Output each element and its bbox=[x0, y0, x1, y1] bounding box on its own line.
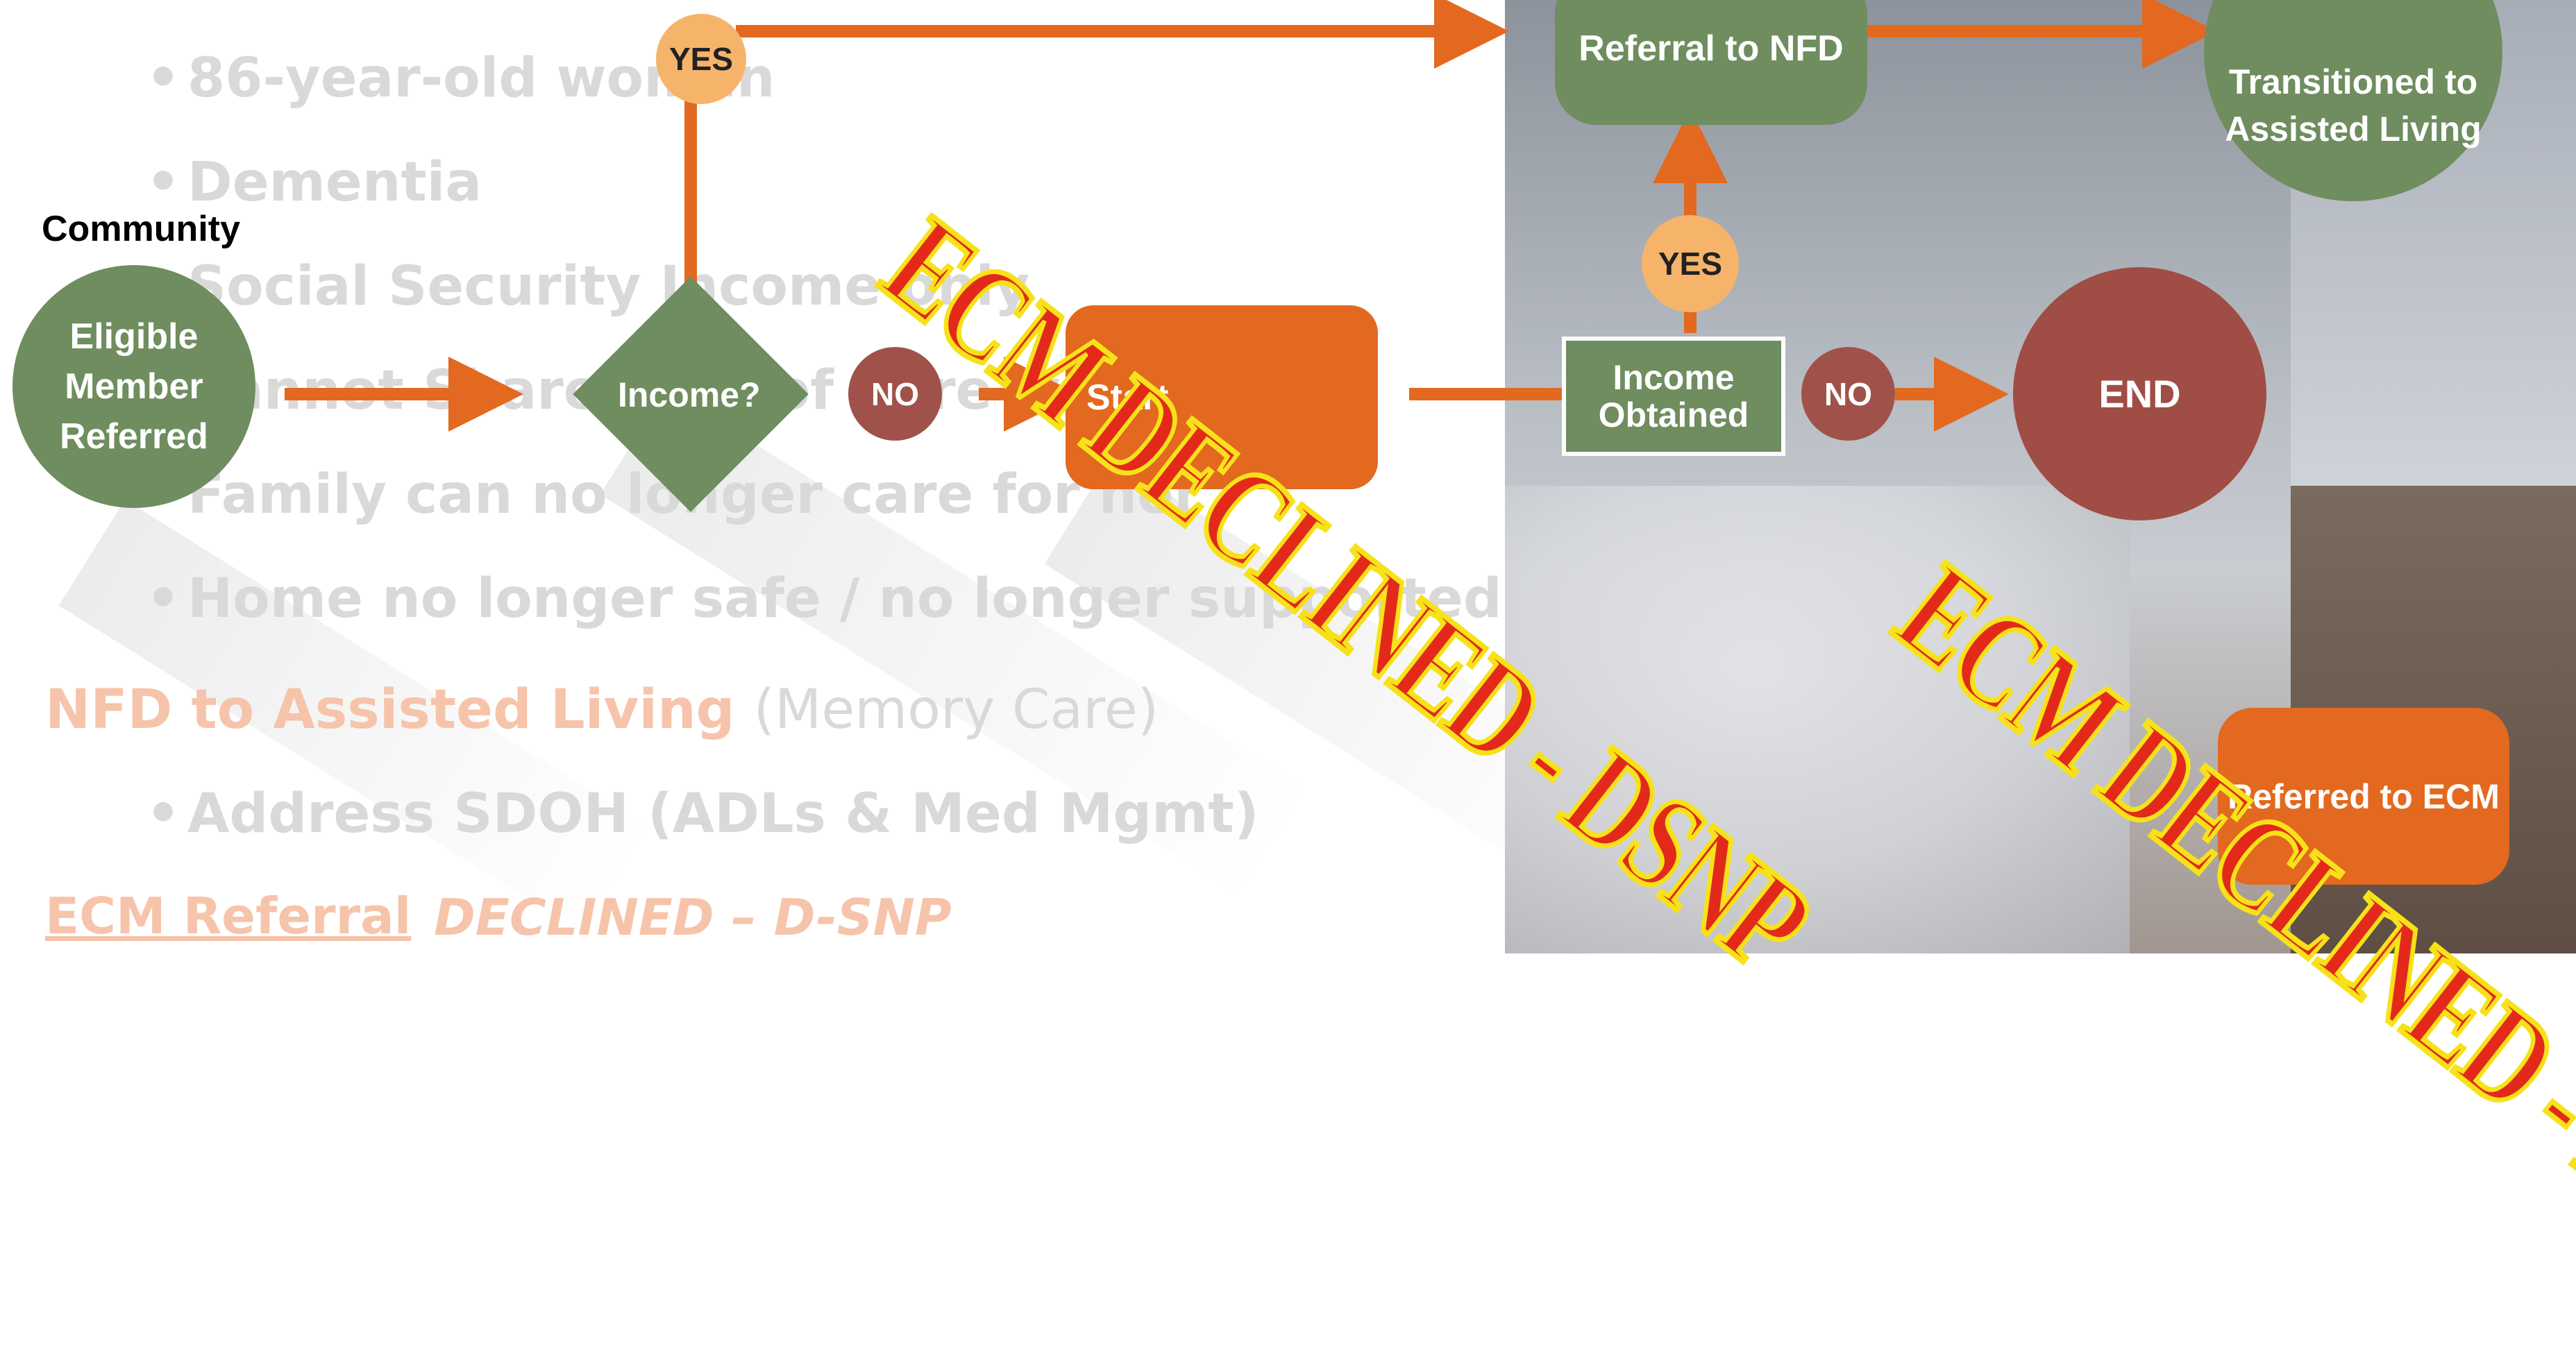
nfd-heading: NFD to Assisted Living (Memory Care) bbox=[45, 679, 1159, 741]
eligible-member-node: Eligible Member Referred bbox=[12, 265, 255, 508]
referred-ecm-node: Referred to ECM bbox=[2218, 708, 2509, 885]
community-label: Community bbox=[42, 209, 240, 249]
photo-blanket-area bbox=[1505, 486, 2130, 953]
no-badge-income: NO bbox=[848, 347, 942, 441]
referral-nfd-node: Referral to NFD bbox=[1555, 0, 1867, 125]
declined-dsnp-text: DECLINED – D-SNP bbox=[434, 888, 952, 947]
yes-badge-top: YES bbox=[656, 14, 746, 104]
yes-badge-income-obtained: YES bbox=[1642, 215, 1739, 312]
ecm-referral-text: ECM Referral bbox=[45, 887, 412, 945]
end-node: END bbox=[2013, 267, 2266, 520]
start-node: Start bbox=[1066, 305, 1378, 489]
bullet-dementia: •Dementia bbox=[146, 151, 482, 214]
bullet-sdoh: •Address SDOH (ADLs & Med Mgmt) bbox=[146, 783, 1259, 845]
income-obtained-node: Income Obtained bbox=[1562, 337, 1785, 456]
no-badge-end: NO bbox=[1801, 347, 1895, 441]
bullet-home-unsafe: •Home no longer safe / no longer support… bbox=[146, 568, 1502, 630]
income-decision-label: Income? bbox=[618, 375, 761, 414]
